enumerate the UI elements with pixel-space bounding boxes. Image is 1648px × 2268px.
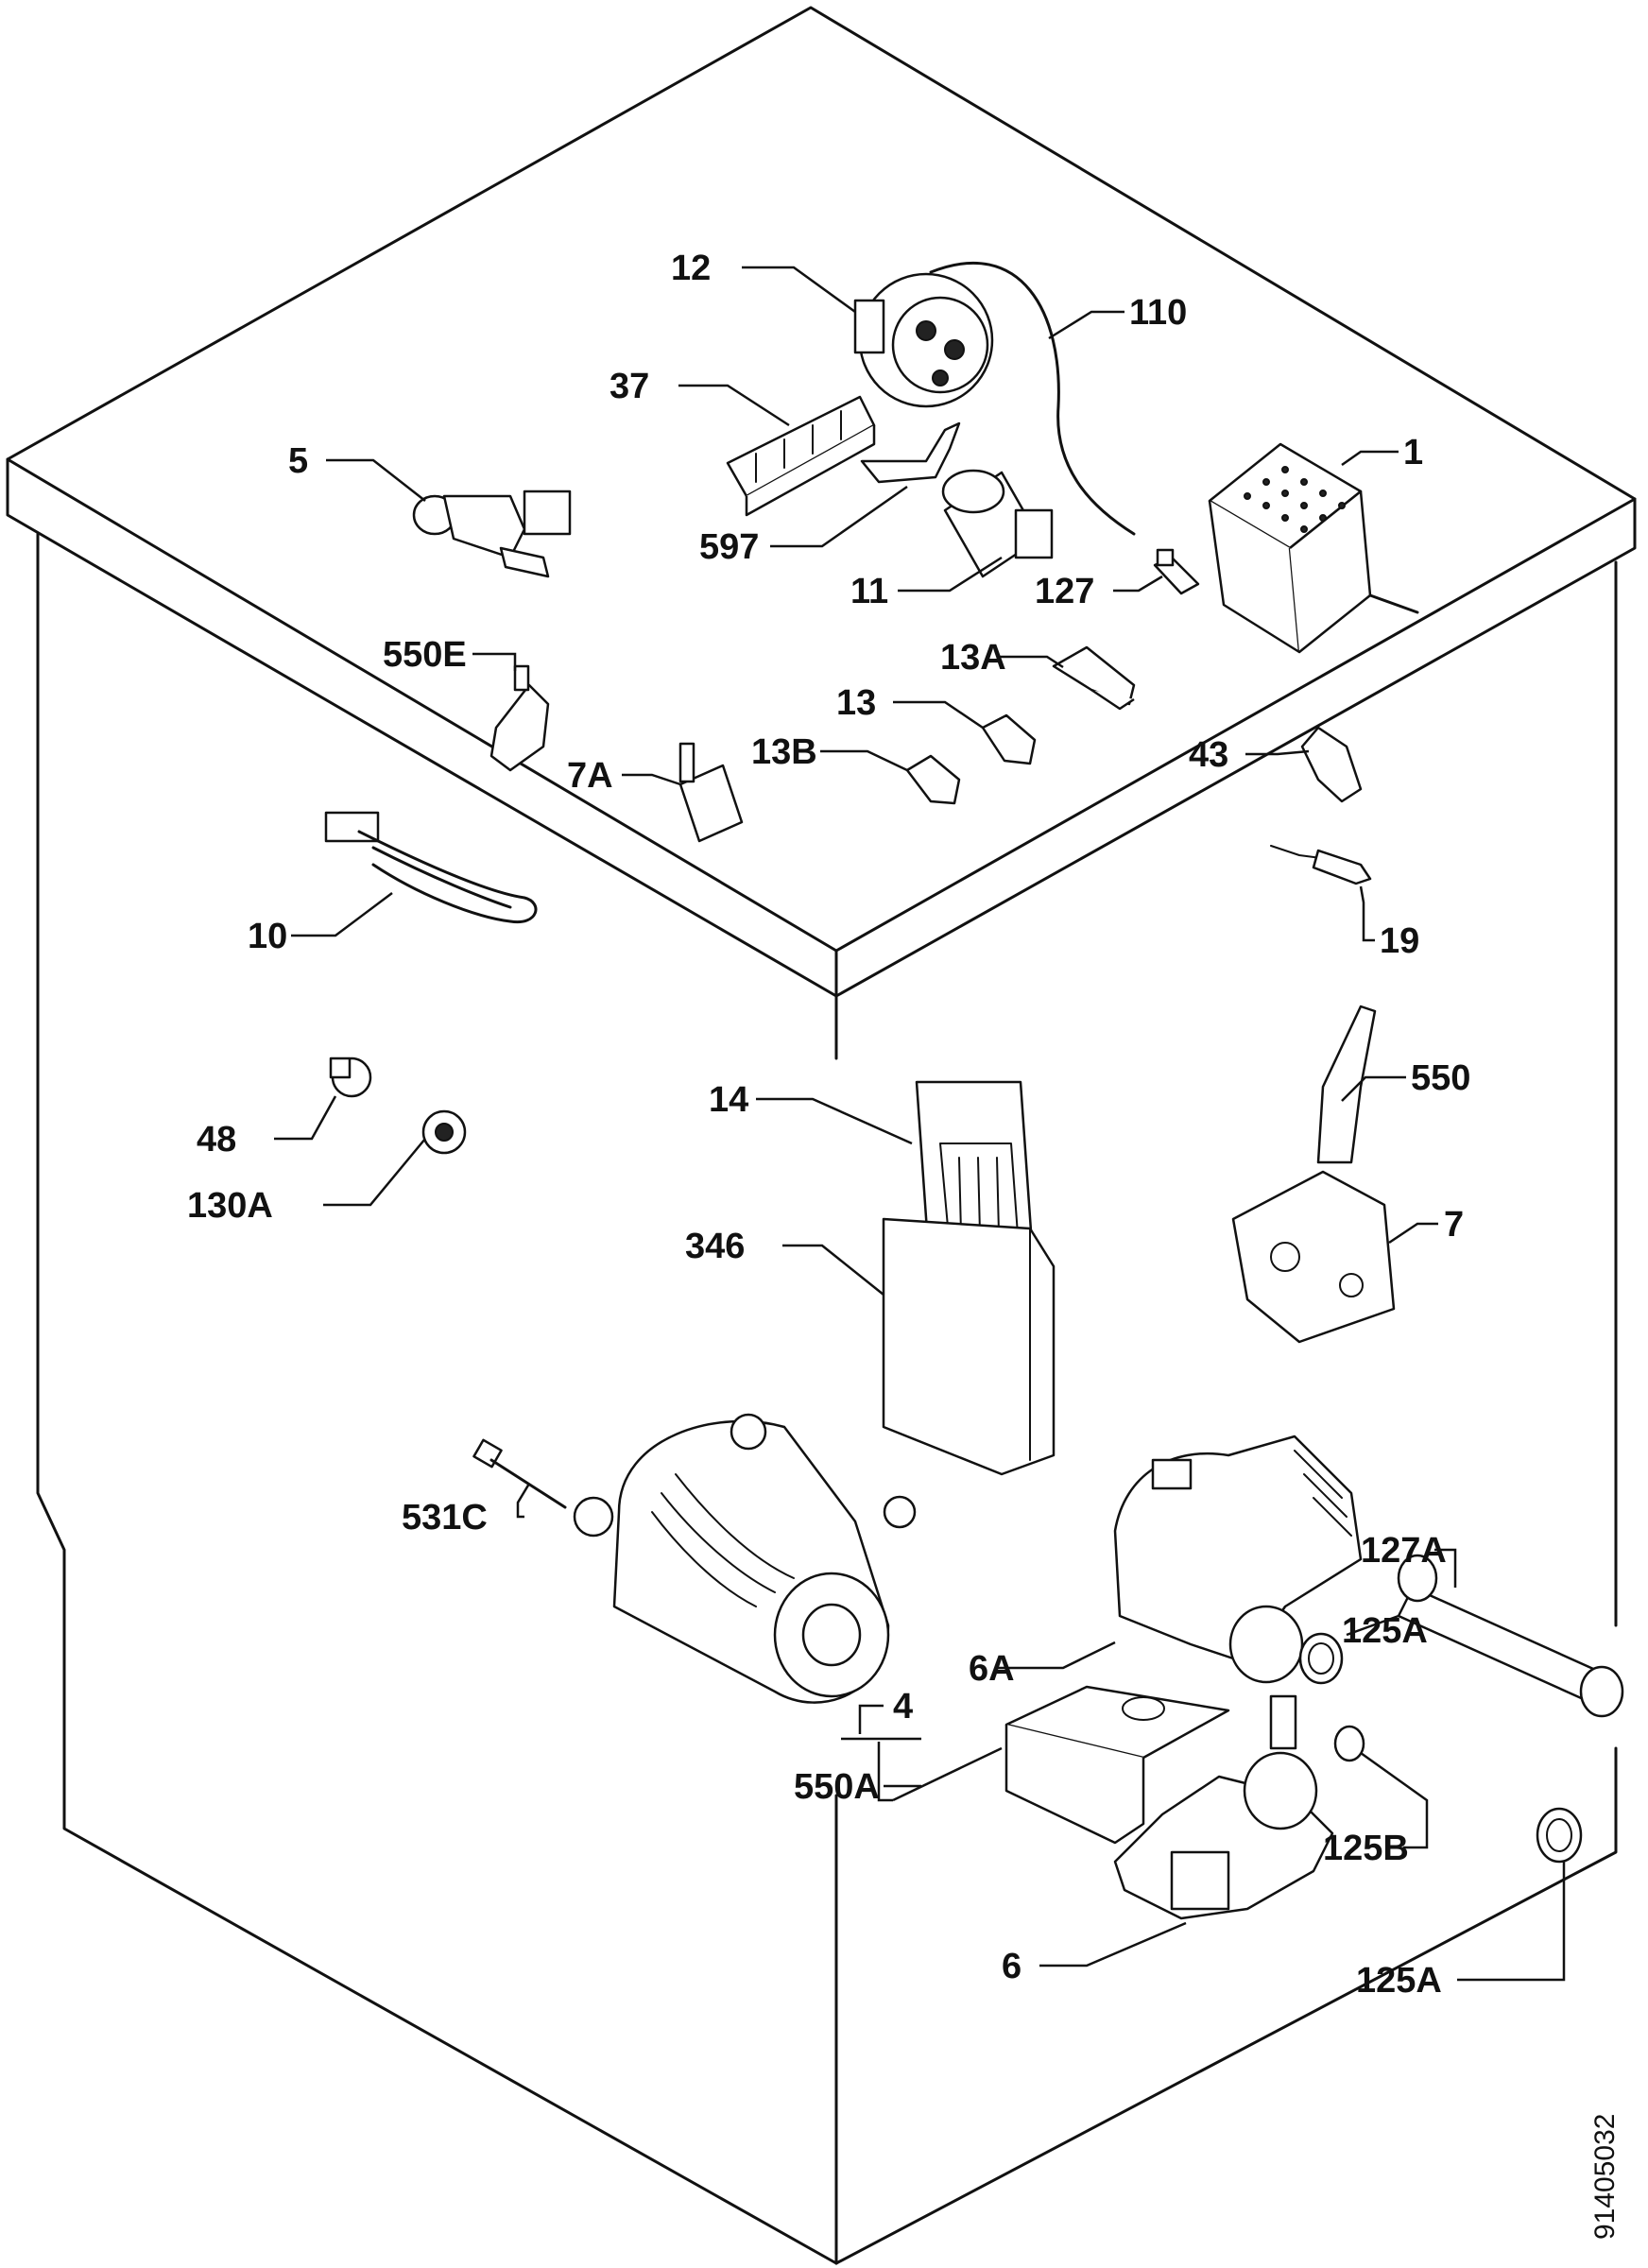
- part-127A-pipe: [1397, 1554, 1624, 1718]
- leader-lines: [274, 266, 1566, 1982]
- label-6A: 6A: [969, 1649, 1015, 1689]
- part-550-lever: [1316, 1005, 1377, 1164]
- part-13A-connector: [1052, 645, 1136, 711]
- label-12: 12: [671, 249, 711, 288]
- label-550A: 550A: [794, 1767, 880, 1807]
- part-12-pressure-switch: [853, 272, 994, 408]
- part-6-drain-pump: [1113, 1694, 1334, 1920]
- part-597-bracket: [860, 421, 961, 484]
- part-127-connector: [1153, 548, 1200, 595]
- part-110-hose: [929, 261, 1136, 536]
- part-48-lamp: [329, 1057, 372, 1098]
- part-4-motor: [573, 1413, 917, 1704]
- part-130A-knob: [421, 1109, 467, 1155]
- label-125B: 125B: [1323, 1829, 1409, 1868]
- part-13B-connector: [905, 754, 961, 805]
- label-7: 7: [1444, 1205, 1464, 1245]
- label-19: 19: [1380, 921, 1419, 961]
- part-1-timer: [1208, 442, 1419, 654]
- part-37-terminal-block: [726, 395, 876, 517]
- label-550: 550: [1411, 1058, 1470, 1098]
- label-127: 127: [1035, 572, 1094, 611]
- part-19-sensor: [1270, 845, 1372, 885]
- part-5-inlet-valve: [412, 490, 572, 578]
- label-597: 597: [699, 527, 759, 567]
- label-43: 43: [1189, 735, 1228, 775]
- part-7-door-lock: [1231, 1170, 1396, 1344]
- part-7A-microswitch: [678, 742, 744, 843]
- label-48: 48: [197, 1120, 236, 1160]
- label-7A: 7A: [567, 756, 613, 796]
- label-550E: 550E: [383, 635, 467, 675]
- label-125A-bottom: 125A: [1356, 1961, 1442, 2001]
- part-346-housing: [882, 1217, 1056, 1476]
- label-4: 4: [893, 1687, 913, 1727]
- label-531C: 531C: [402, 1498, 488, 1538]
- part-125B-seal: [1333, 1725, 1365, 1762]
- part-550A-plate: [1004, 1685, 1230, 1845]
- label-13A: 13A: [940, 638, 1006, 678]
- label-346: 346: [685, 1227, 745, 1266]
- reference-number: 91405032: [1589, 2114, 1621, 2240]
- label-13B: 13B: [751, 732, 817, 772]
- label-37: 37: [609, 367, 649, 406]
- label-5: 5: [288, 441, 308, 481]
- label-110: 110: [1129, 293, 1187, 333]
- label-14: 14: [709, 1080, 748, 1120]
- part-531C-screw: [472, 1438, 567, 1509]
- part-13-connector: [981, 713, 1037, 765]
- part-6A-pump: [1113, 1435, 1363, 1684]
- label-1: 1: [1403, 433, 1423, 472]
- label-6: 6: [1002, 1947, 1021, 1986]
- label-127A: 127A: [1361, 1531, 1447, 1571]
- part-10-heating-element: [324, 811, 538, 924]
- part-125A-seal-bottom: [1536, 1807, 1583, 1864]
- part-125A-seal-top: [1298, 1632, 1344, 1685]
- part-550E-bracket: [489, 664, 550, 772]
- label-10: 10: [248, 917, 287, 956]
- part-labels: 12 110 37 5 1 597 11 127 550E 13A 13 7A …: [187, 249, 1621, 2240]
- part-43-terminal: [1300, 726, 1363, 803]
- label-13: 13: [836, 683, 876, 723]
- cabinet-outline: [6, 6, 1637, 2265]
- label-11: 11: [850, 572, 888, 611]
- part-11-capacitor: [941, 469, 1054, 578]
- label-125A-top: 125A: [1342, 1611, 1428, 1651]
- label-130A: 130A: [187, 1186, 273, 1226]
